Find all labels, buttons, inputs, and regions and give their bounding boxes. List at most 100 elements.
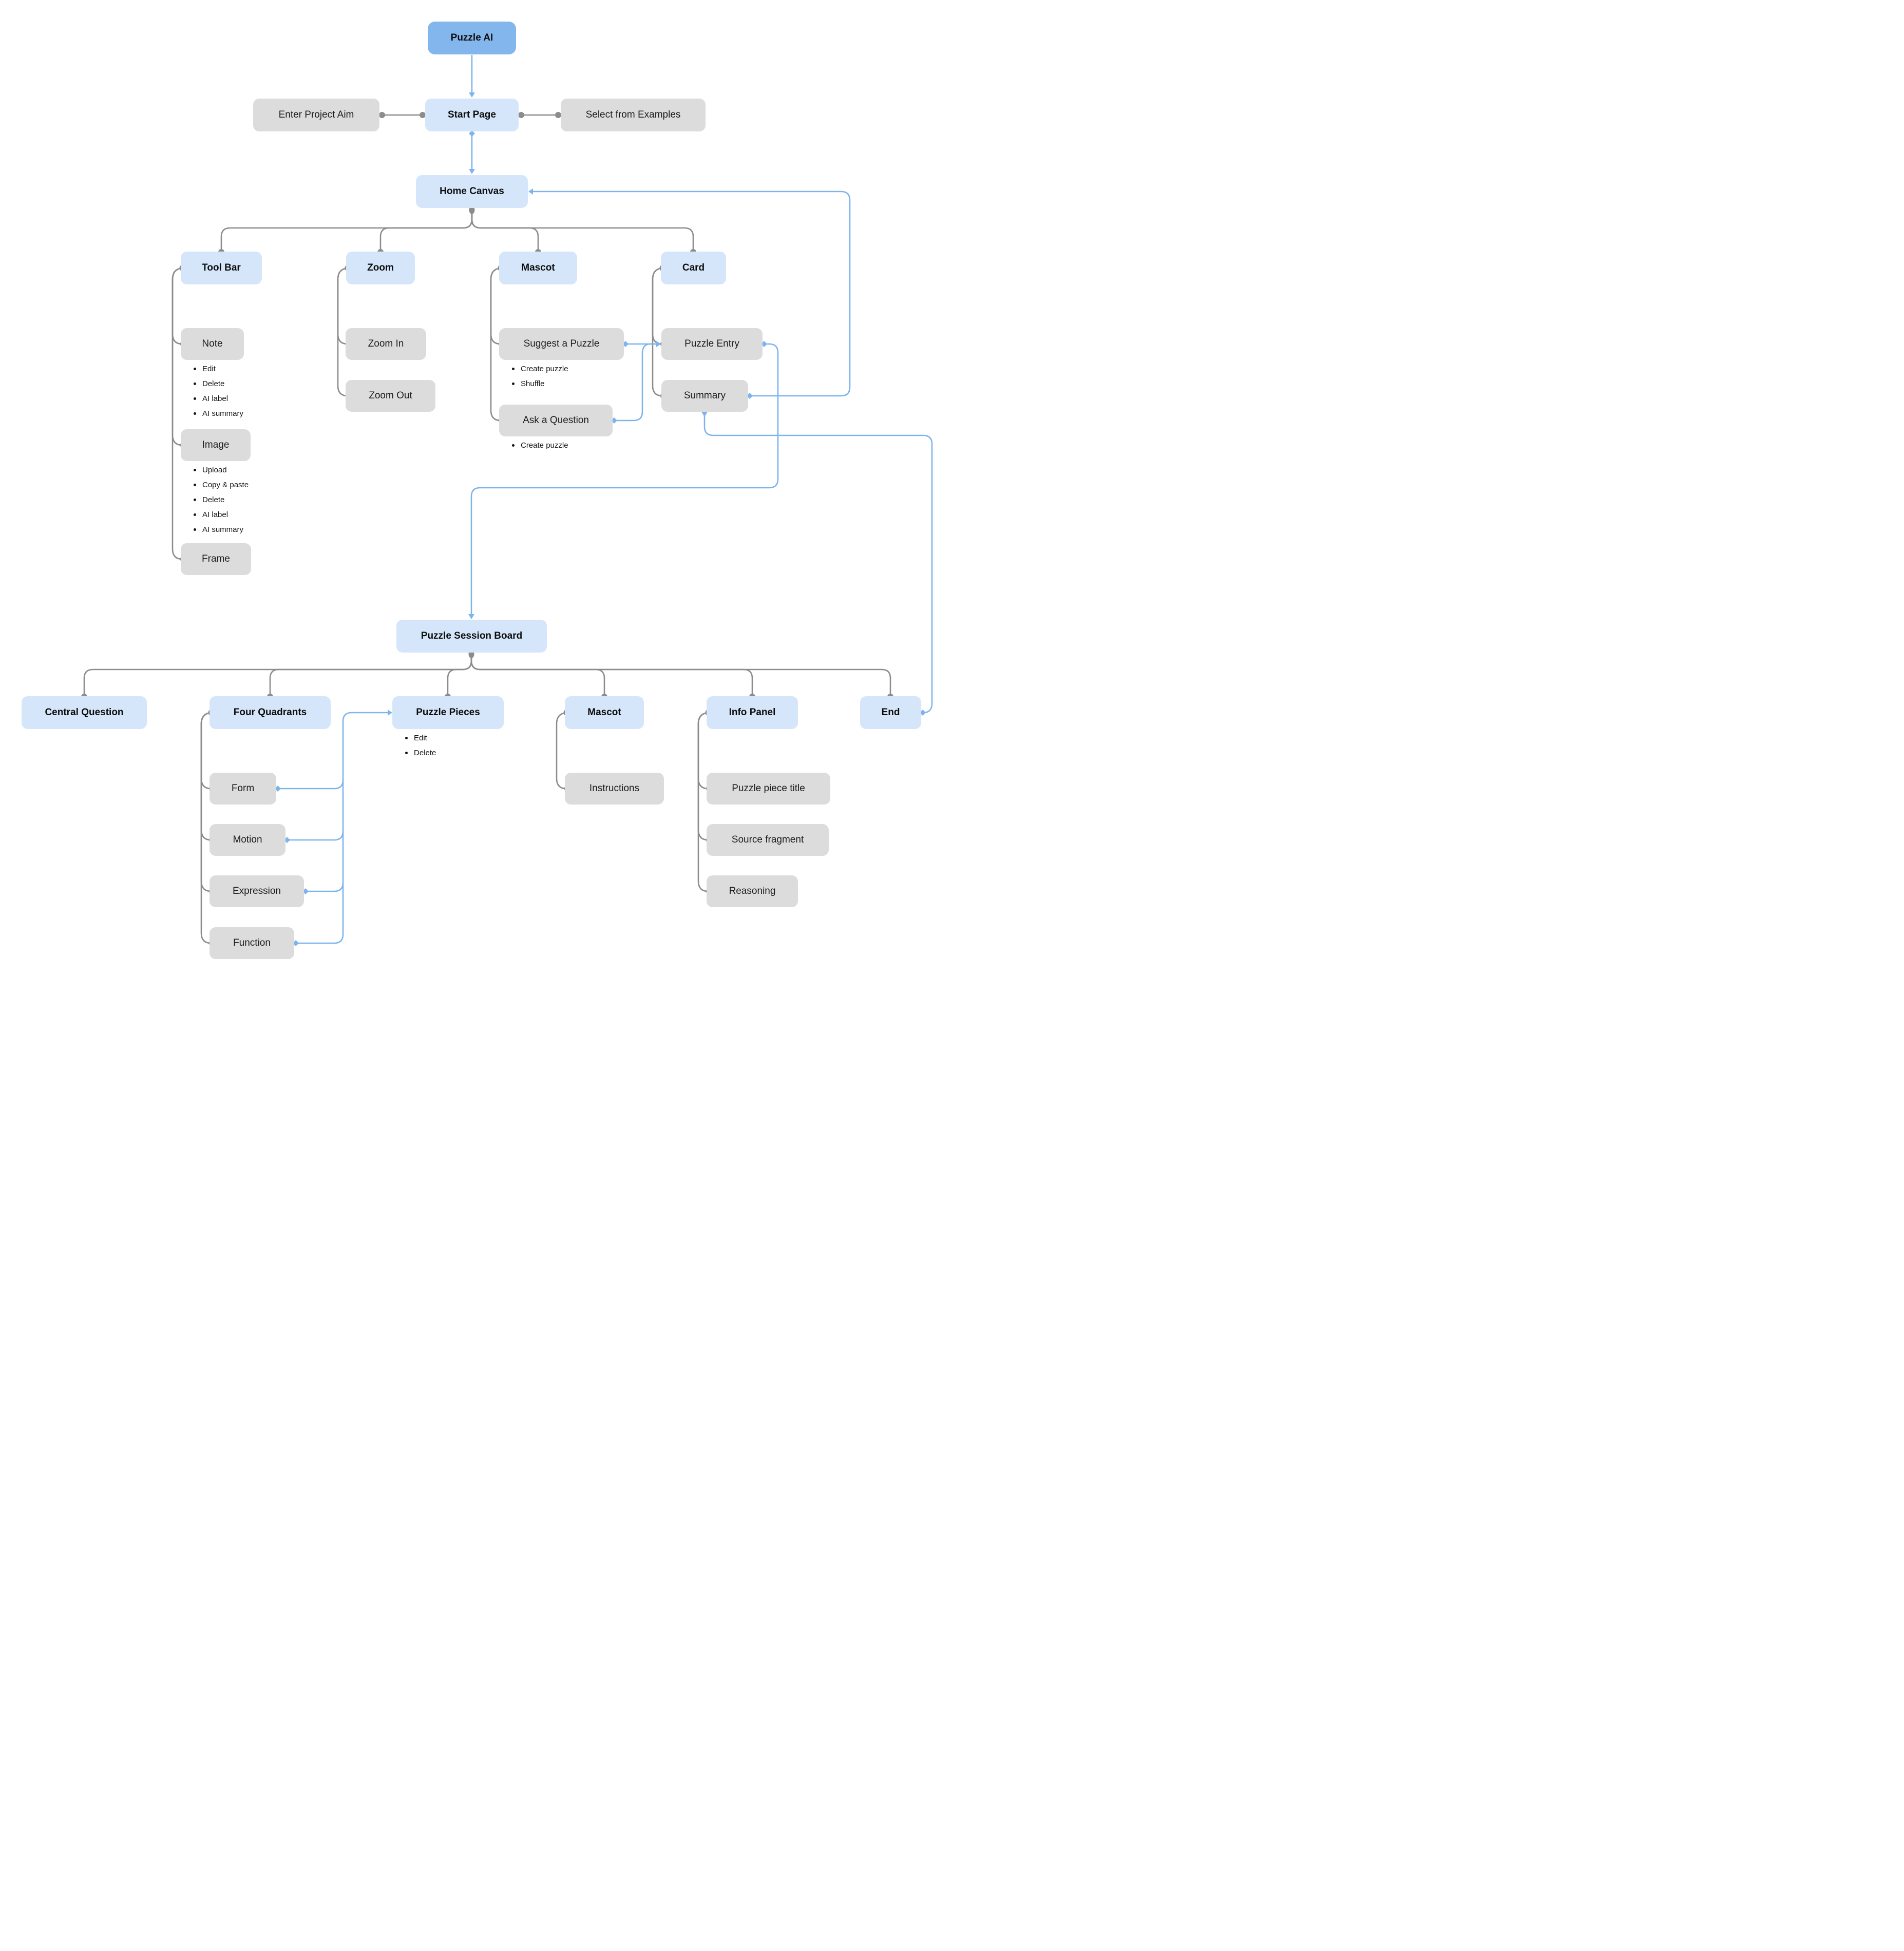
node-info-panel[interactable]: Info Panel <box>707 696 798 729</box>
connector-diamond <box>611 417 617 424</box>
edge-mascot-ask-a-question <box>490 267 502 422</box>
edge-board-mascot <box>470 654 605 696</box>
edge-board-info-panel <box>470 654 753 696</box>
connector-diamond <box>302 888 309 894</box>
connector-dot <box>469 206 475 214</box>
node-zoom[interactable]: Zoom <box>346 252 415 284</box>
node-image[interactable]: Image <box>181 429 251 461</box>
edge-summary-home-canvas <box>531 190 851 397</box>
node-function[interactable]: Function <box>210 927 294 959</box>
bullet-item: Create puzzle <box>511 361 568 376</box>
connector-diamond <box>293 940 299 946</box>
edge-ask-a-question-puzzle-entry <box>615 343 657 422</box>
connector-arrowhead <box>656 341 661 347</box>
node-form[interactable]: Form <box>210 773 276 805</box>
edge-tool-bar-frame <box>172 267 183 560</box>
node-mascot-board[interactable]: Mascot <box>565 696 644 729</box>
node-zoom-in[interactable]: Zoom In <box>346 328 426 360</box>
node-central-question[interactable]: Central Question <box>22 696 147 729</box>
edge-four-quadrants-function <box>200 712 212 944</box>
edge-function-puzzle-pieces <box>297 933 344 944</box>
node-select-from-examples[interactable]: Select from Examples <box>561 99 706 131</box>
node-home-canvas[interactable]: Home Canvas <box>416 175 528 208</box>
blue-connectors <box>279 54 933 944</box>
bullet-item: Copy & paste <box>193 477 249 492</box>
node-end[interactable]: End <box>860 696 921 729</box>
connector-arrowhead <box>701 412 708 417</box>
node-source-fragment[interactable]: Source fragment <box>707 824 829 856</box>
edge-puzzle-entry-puzzle-session-board <box>470 343 779 616</box>
bullet-item: Edit <box>404 731 436 745</box>
connector-diamond <box>622 341 629 347</box>
edge-tool-bar-image <box>172 267 183 446</box>
bullet-item: AI label <box>193 507 249 522</box>
edge-home-canvas-zoom <box>379 209 473 251</box>
node-mascot[interactable]: Mascot <box>499 252 577 284</box>
node-note[interactable]: Note <box>181 328 244 360</box>
bullet-item: Delete <box>404 745 436 760</box>
edge-expression-puzzle-pieces <box>307 882 344 892</box>
bullet-item: Delete <box>193 492 249 507</box>
node-suggest-a-puzzle[interactable]: Suggest a Puzzle <box>499 328 624 360</box>
bullet-item: Create puzzle <box>511 438 568 453</box>
bullet-item: Delete <box>193 376 243 391</box>
node-motion[interactable]: Motion <box>210 824 285 856</box>
node-start-page[interactable]: Start Page <box>425 99 519 131</box>
edge-info-panel-reasoning <box>697 712 709 892</box>
node-puzzle-session-board[interactable]: Puzzle Session Board <box>396 620 547 653</box>
edge-mascot-instructions <box>556 712 567 790</box>
blue-connector-markers <box>275 92 926 946</box>
ask-a-question-bullets: Create puzzle <box>511 438 568 453</box>
connector-arrowhead <box>388 710 392 716</box>
bullet-item: AI label <box>193 391 243 406</box>
edge-home-canvas-tool-bar <box>220 209 473 251</box>
node-expression[interactable]: Expression <box>210 875 304 907</box>
node-instructions[interactable]: Instructions <box>565 773 664 805</box>
connector-layer <box>81 54 933 946</box>
node-puzzle-piece-title[interactable]: Puzzle piece title <box>707 773 830 805</box>
node-puzzle-pieces[interactable]: Puzzle Pieces <box>392 696 504 729</box>
node-frame[interactable]: Frame <box>181 543 251 575</box>
edge-four-quadrants-expression <box>200 712 212 892</box>
node-enter-project-aim[interactable]: Enter Project Aim <box>253 99 379 131</box>
edge-card-summary <box>652 267 663 397</box>
edge-board-four-quadrants <box>269 654 472 696</box>
bullet-item: Upload <box>193 463 249 477</box>
connector-diamond <box>469 130 475 137</box>
node-puzzle-ai[interactable]: Puzzle AI <box>428 22 516 54</box>
bullet-item: Edit <box>193 361 243 376</box>
node-summary[interactable]: Summary <box>661 380 748 412</box>
flowchart-canvas: Puzzle AI Enter Project Aim Start Page S… <box>0 0 952 976</box>
bullet-item: Shuffle <box>511 376 568 391</box>
node-ask-a-question[interactable]: Ask a Question <box>499 405 613 436</box>
bullet-item: AI summary <box>193 522 249 537</box>
edge-home-canvas-card <box>471 209 694 251</box>
node-card[interactable]: Card <box>661 252 726 284</box>
connector-diamond <box>920 710 926 716</box>
node-tool-bar[interactable]: Tool Bar <box>181 252 262 284</box>
connector-arrowhead <box>528 188 533 195</box>
connector-diamond <box>284 837 290 843</box>
node-reasoning[interactable]: Reasoning <box>707 875 798 907</box>
edge-home-canvas-mascot <box>471 209 539 251</box>
connector-dot <box>420 112 426 118</box>
bullet-item: AI summary <box>193 406 243 421</box>
node-puzzle-entry[interactable]: Puzzle Entry <box>661 328 763 360</box>
edge-quadrants-merge-puzzle-pieces <box>342 712 389 935</box>
edge-motion-puzzle-pieces <box>288 830 344 841</box>
connector-arrowhead <box>468 614 474 619</box>
connector-diamond <box>747 393 753 399</box>
connector-dot <box>518 112 524 118</box>
edge-board-end <box>470 654 891 696</box>
edge-board-central-question <box>83 654 472 696</box>
connector-arrowhead <box>469 92 475 98</box>
node-four-quadrants[interactable]: Four Quadrants <box>210 696 331 729</box>
node-zoom-out[interactable]: Zoom Out <box>346 380 435 412</box>
edge-form-puzzle-pieces <box>279 779 344 790</box>
edge-board-puzzle-pieces <box>447 654 472 696</box>
edge-end-summary <box>703 415 933 714</box>
